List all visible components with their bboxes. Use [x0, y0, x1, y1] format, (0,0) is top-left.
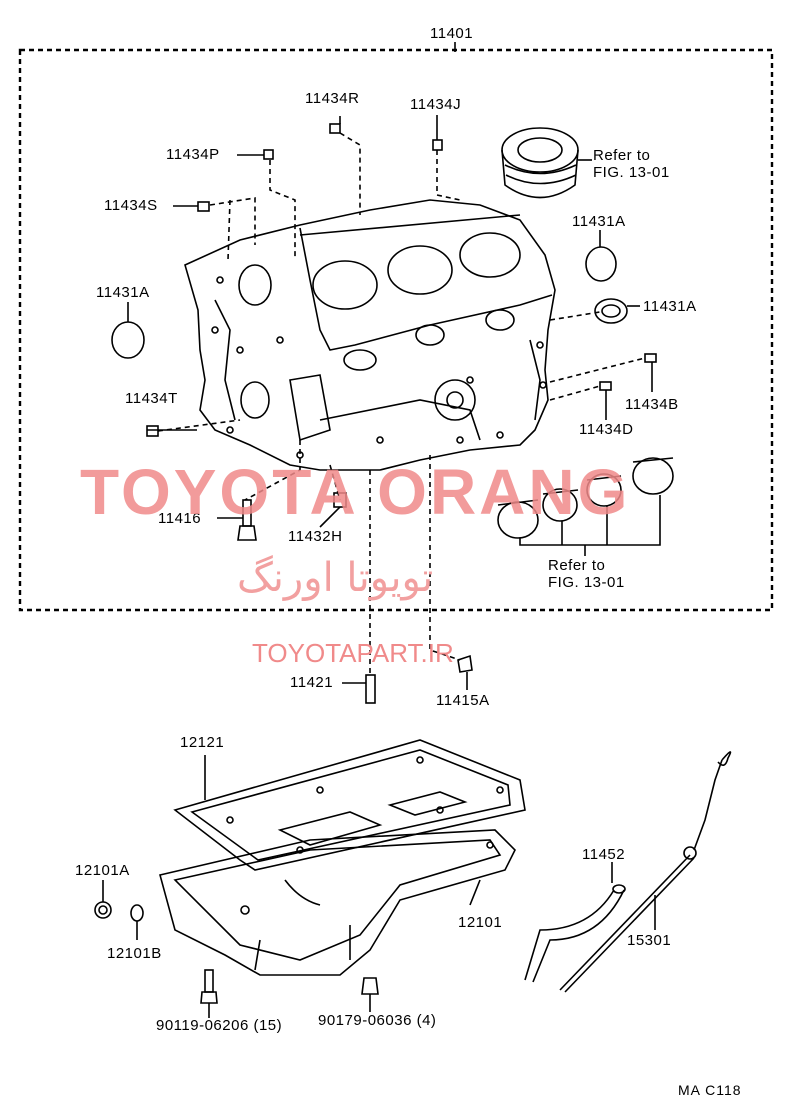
label-11431A-topright: 11431A — [572, 213, 626, 230]
plug-11434B — [644, 353, 657, 363]
label-11434D: 11434D — [579, 421, 634, 438]
expansion-plug-left — [111, 321, 145, 359]
piston — [501, 127, 579, 199]
label-11434R: 11434R — [305, 90, 360, 107]
dipstick-guide — [524, 884, 626, 983]
label-11431A-left: 11431A — [96, 284, 150, 301]
label-90119: 90119-06206 (15) — [156, 1017, 283, 1034]
watermark-brand: TOYOTA ORANG — [80, 456, 631, 528]
label-12101: 12101 — [458, 914, 503, 931]
plug-11434P — [263, 149, 274, 160]
label-11431A-right: 11431A — [643, 298, 697, 315]
label-11415A: 11415A — [436, 692, 490, 709]
label-15301: 15301 — [627, 932, 672, 949]
expansion-plug-right — [594, 298, 628, 324]
bolt-11415A — [457, 654, 473, 673]
label-11434P: 11434P — [166, 146, 220, 163]
watermark-url: TOYOTAPART.IR — [252, 638, 454, 668]
stud-11421 — [365, 674, 376, 704]
label-11434J: 11434J — [410, 96, 462, 113]
watermark-persian: تویوتا اورنگ — [237, 555, 434, 601]
plug-11434J — [432, 139, 443, 151]
oil-pan — [159, 829, 516, 976]
piston-ref-line1: Refer to — [593, 147, 651, 164]
cylinder-block — [184, 199, 556, 471]
expansion-plug-topright — [585, 246, 617, 282]
label-11432H: 11432H — [288, 528, 343, 545]
bolt-90179 — [361, 977, 379, 995]
bearing-ref-line2: FIG. 13-01 — [548, 574, 625, 591]
label-11452: 11452 — [582, 846, 626, 863]
label-12101B: 12101B — [107, 945, 162, 962]
label-11434T: 11434T — [125, 390, 178, 407]
label-assembly-11401: 11401 — [430, 25, 474, 42]
plug-11434D — [599, 381, 612, 391]
bearing-reference: Refer to FIG. 13-01 — [548, 557, 625, 591]
label-11421: 11421 — [290, 674, 334, 691]
assembly-boundary — [18, 48, 774, 612]
bolt-11416 — [237, 499, 257, 541]
label-12101A: 12101A — [75, 862, 130, 879]
drain-plug — [94, 901, 112, 919]
drain-gasket — [130, 904, 144, 922]
figure-code: MA C118 — [678, 1082, 742, 1098]
oil-pan-gasket — [173, 739, 526, 871]
label-11416: 11416 — [158, 510, 202, 527]
label-12121: 12121 — [180, 734, 225, 751]
piston-ref-line2: FIG. 13-01 — [593, 164, 670, 181]
bearing-ref-line1: Refer to — [548, 557, 606, 574]
label-11434B: 11434B — [625, 396, 679, 413]
dipstick — [559, 751, 732, 993]
plug-11434S — [197, 201, 210, 212]
label-11434S: 11434S — [104, 197, 158, 214]
bolt-90119 — [200, 969, 218, 1004]
plug-11434R — [329, 123, 341, 134]
plug-11434T — [146, 425, 159, 437]
piston-reference: Refer to FIG. 13-01 — [593, 147, 670, 181]
crank-bearings — [497, 457, 674, 539]
label-90179: 90179-06036 (4) — [318, 1012, 437, 1029]
